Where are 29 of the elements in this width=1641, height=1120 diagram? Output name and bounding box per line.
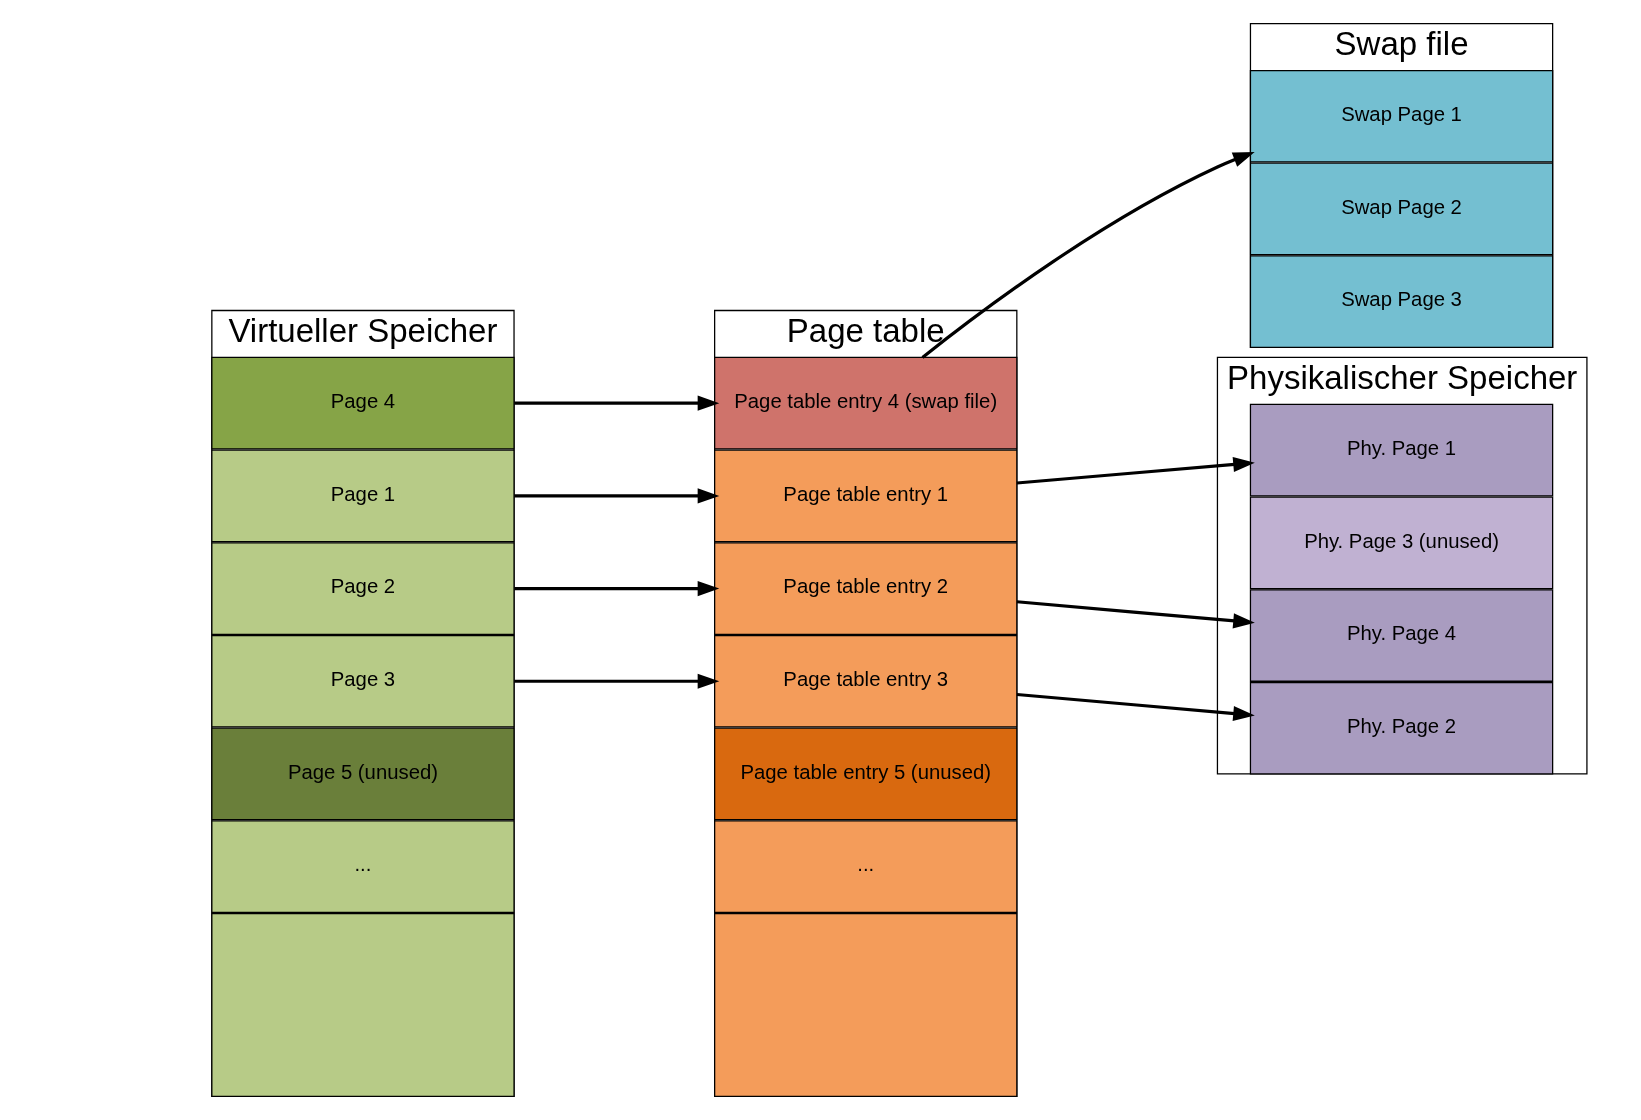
node-box: Page table entry 3 — [713, 634, 1017, 728]
node-box — [713, 912, 1017, 1098]
arrow — [513, 395, 719, 411]
node-box: ... — [210, 820, 515, 913]
arrow — [1016, 600, 1255, 629]
node-box: Swap Page 1 — [1249, 69, 1553, 163]
node-box: Page table entry 1 — [713, 449, 1017, 543]
node-box — [210, 912, 515, 1098]
node-box: ... — [713, 820, 1017, 913]
arrow — [1016, 692, 1255, 722]
node-box: Swap Page 3 — [1249, 255, 1553, 348]
arrow — [921, 151, 1255, 359]
node-box: Page table entry 5 (unused) — [713, 727, 1017, 821]
arrow — [513, 488, 719, 504]
node-box: Phy. Page 3 (unused) — [1249, 496, 1553, 590]
node-box: Page 2 — [210, 542, 515, 635]
node-box: Page 1 — [210, 449, 515, 543]
arrow — [513, 673, 719, 689]
node-box: Swap Page 2 — [1249, 162, 1553, 256]
node-box: Page 3 — [210, 634, 515, 728]
node-box: Page table entry 4 (swap file) — [713, 356, 1017, 450]
node-box: Page 4 — [210, 356, 515, 450]
node-box: Page 5 (unused) — [210, 727, 515, 821]
node-box: Phy. Page 1 — [1249, 403, 1553, 497]
node-box: Phy. Page 4 — [1249, 589, 1553, 682]
arrow — [1016, 456, 1255, 485]
arrow — [513, 581, 719, 597]
node-box: Page table entry 2 — [713, 542, 1017, 635]
node-box: Phy. Page 2 — [1249, 681, 1553, 775]
